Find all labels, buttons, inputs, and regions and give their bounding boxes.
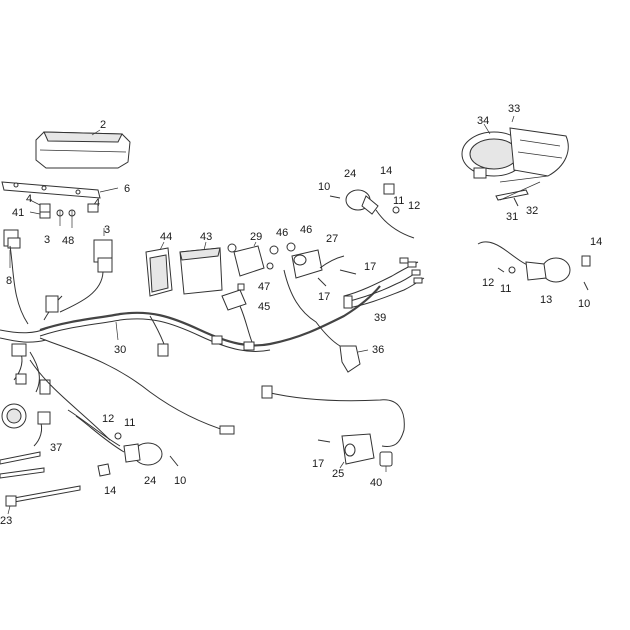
label-44: 44 (160, 231, 172, 243)
label-47: 47 (258, 281, 270, 293)
label-17c: 17 (312, 458, 324, 470)
label-24b: 24 (144, 475, 156, 487)
label-30: 30 (114, 344, 126, 356)
part-23-cable-ties (0, 451, 81, 515)
label-10b: 10 (578, 298, 590, 310)
part-39-harness (343, 257, 425, 309)
label-33: 33 (508, 103, 520, 115)
fasteners-4-41-3-48 (29, 199, 99, 228)
part-6-bracket (1, 181, 119, 199)
parts-46-nuts (266, 242, 296, 270)
part-3-connector-block (59, 228, 113, 313)
label-11a: 11 (393, 195, 404, 207)
parts-17-bolts (317, 269, 357, 443)
label-14b: 14 (590, 236, 602, 248)
label-43: 43 (200, 231, 212, 243)
label-25: 25 (332, 468, 344, 480)
part-2-instrument-cluster (35, 129, 131, 169)
part-27-coil (283, 249, 345, 347)
part-number-labels: 2 6 4 4 41 3 48 3 8 44 43 29 46 46 27 47… (0, 103, 602, 527)
label-4a: 4 (26, 193, 32, 205)
label-17b: 17 (318, 291, 330, 303)
label-48: 48 (62, 235, 74, 247)
label-34: 34 (477, 115, 489, 127)
label-46b: 46 (300, 224, 312, 236)
label-10c: 10 (174, 475, 186, 487)
label-10a: 10 (318, 181, 330, 193)
part-45-sensor (221, 283, 253, 343)
part-43-control-unit (179, 241, 223, 295)
part-8-connector (3, 229, 29, 325)
part-36-plug-cap (339, 345, 369, 373)
part-25-ignition-coil (261, 385, 405, 469)
label-12c: 12 (102, 413, 114, 425)
label-8: 8 (6, 275, 12, 287)
part-24-turn-signal-lower (67, 409, 179, 477)
part-13-turn-signal-right (477, 241, 591, 291)
label-17a: 17 (364, 261, 376, 273)
label-39: 39 (374, 312, 386, 324)
part-40-cap (379, 451, 393, 472)
label-40: 40 (370, 477, 382, 489)
label-14a: 14 (380, 165, 392, 177)
label-36: 36 (372, 344, 384, 356)
label-3b: 3 (104, 224, 110, 236)
label-46a: 46 (276, 227, 288, 239)
label-6: 6 (124, 183, 130, 195)
part-44-module (145, 241, 173, 297)
label-11b: 11 (500, 283, 511, 295)
label-3a: 3 (44, 234, 50, 246)
label-31: 31 (506, 211, 518, 223)
part-29-relay (227, 241, 265, 277)
label-32: 32 (526, 205, 538, 217)
label-27: 27 (326, 233, 338, 245)
harness-left-cluster (0, 295, 235, 441)
label-24a: 24 (344, 168, 356, 180)
label-37: 37 (50, 442, 62, 454)
label-2: 2 (100, 119, 106, 131)
label-29: 29 (250, 231, 262, 243)
part-33-34-tail-light (461, 115, 569, 207)
part-24-turn-signal-upper (329, 183, 415, 239)
label-12a: 12 (408, 200, 420, 212)
label-41: 41 (12, 207, 24, 219)
label-23: 23 (0, 515, 12, 527)
label-4b: 4 (94, 197, 100, 209)
label-13: 13 (540, 294, 552, 306)
label-45: 45 (258, 301, 270, 313)
label-11c: 11 (124, 417, 135, 429)
label-14c: 14 (104, 485, 116, 497)
part-30-main-loom (39, 285, 381, 357)
label-12b: 12 (482, 277, 494, 289)
part-37-connector (1, 403, 51, 447)
